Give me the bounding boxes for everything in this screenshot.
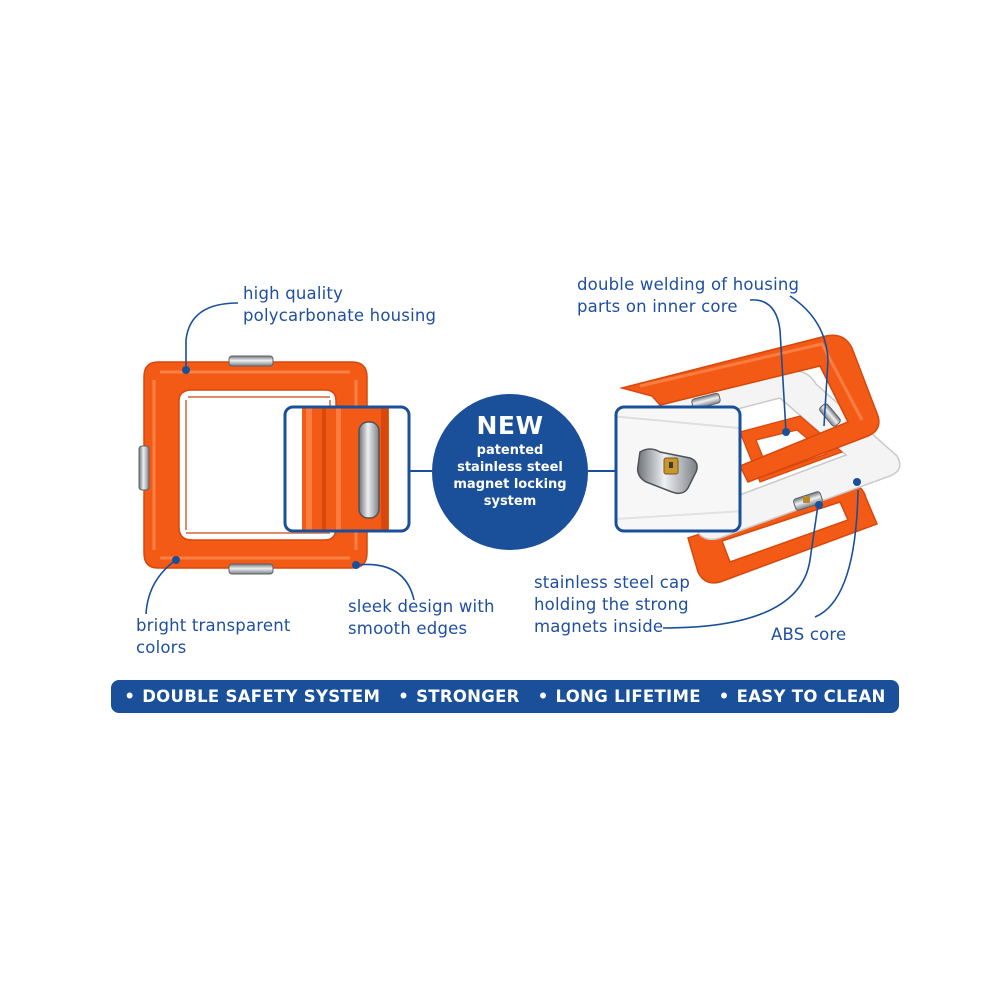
label-polycarbonate-housing: high quality polycarbonate housing xyxy=(243,283,436,327)
zoom-detail-right xyxy=(614,405,742,533)
top-housing-layer xyxy=(619,334,880,483)
magnet-cap-top xyxy=(228,355,274,367)
badge-subtitle: patented stainless steel magnet locking … xyxy=(432,442,588,510)
label-smooth-edges: sleek design with smooth edges xyxy=(348,596,495,640)
badge-title: NEW xyxy=(476,411,544,440)
feature-label: LONG LIFETIME xyxy=(555,687,701,706)
label-line: smooth edges xyxy=(348,619,468,638)
features-banner: • DOUBLE SAFETY SYSTEM • STRONGER • LONG LI… xyxy=(111,680,899,713)
callout-core xyxy=(814,489,859,618)
callout-welding-2 xyxy=(789,295,829,427)
zoom-detail-left xyxy=(283,405,411,533)
callout-housing xyxy=(185,302,239,368)
badge-line: patented xyxy=(476,443,544,458)
label-double-welding: double welding of housing parts on inner… xyxy=(577,274,799,318)
label-line: magnets inside xyxy=(534,617,664,636)
label-line: high quality xyxy=(243,284,344,303)
bullet-icon: • xyxy=(124,687,136,706)
label-abs-core: ABS core xyxy=(771,624,846,646)
label-line: sleek design with xyxy=(348,597,495,616)
badge-line: system xyxy=(483,494,537,509)
badge-line: stainless steel xyxy=(457,460,563,475)
label-line: parts on inner core xyxy=(577,297,738,316)
callout-colors xyxy=(145,559,177,615)
bullet-icon: • xyxy=(537,687,549,706)
label-line: bright transparent xyxy=(136,616,291,635)
callout-welding xyxy=(749,299,787,433)
badge-line: magnet locking xyxy=(453,477,567,492)
bullet-icon: • xyxy=(398,687,410,706)
label-line: polycarbonate housing xyxy=(243,306,437,325)
callout-dots xyxy=(172,366,861,569)
callout-edges xyxy=(355,563,415,601)
callout-cap xyxy=(662,504,819,629)
feature-item: • EASY TO CLEAN xyxy=(719,687,886,706)
feature-label: DOUBLE SAFETY SYSTEM xyxy=(142,687,381,706)
label-line: stainless steel cap xyxy=(534,573,691,592)
feature-item: • DOUBLE SAFETY SYSTEM xyxy=(124,687,380,706)
label-line: ABS core xyxy=(771,625,847,644)
new-badge: NEW patented stainless steel magnet lock… xyxy=(432,394,588,550)
label-line: holding the strong xyxy=(534,595,689,614)
feature-label: EASY TO CLEAN xyxy=(736,687,886,706)
callout-lines xyxy=(145,295,859,629)
feature-item: • LONG LIFETIME xyxy=(538,687,701,706)
label-line: colors xyxy=(136,638,187,657)
label-steel-cap: stainless steel cap holding the strong m… xyxy=(534,572,690,638)
feature-label: STRONGER xyxy=(416,687,520,706)
feature-item: • STRONGER xyxy=(398,687,519,706)
square-piece-frame xyxy=(143,361,368,569)
magnet-cap-bottom xyxy=(228,563,274,575)
magnet-cap-left xyxy=(138,445,150,491)
label-line: double welding of housing xyxy=(577,275,800,294)
square-piece xyxy=(138,355,368,575)
magnet-cylinder-zoom xyxy=(358,421,380,519)
label-bright-colors: bright transparent colors xyxy=(136,615,291,659)
bullet-icon: • xyxy=(718,687,730,706)
